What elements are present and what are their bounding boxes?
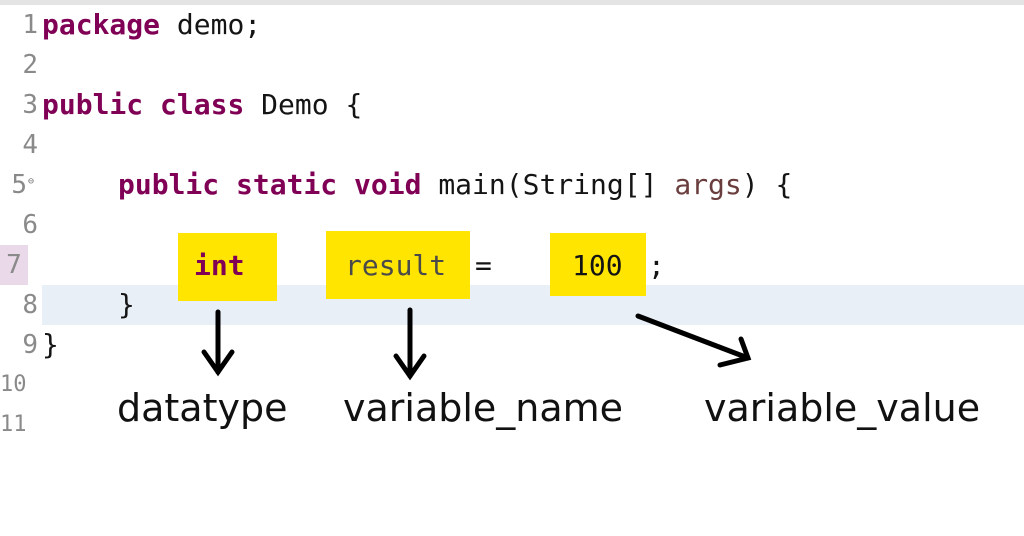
keyword: static (236, 168, 338, 201)
variable-value-highlight (550, 233, 646, 296)
keyword: package (42, 8, 161, 41)
datatype-highlight (178, 233, 277, 301)
top-border (0, 0, 1024, 5)
code-line-5[interactable]: public static void main(String[] args) { (118, 165, 792, 205)
semicolon-token: ; (648, 249, 665, 282)
datatype-token[interactable]: int (194, 249, 245, 282)
code-line-3[interactable]: public class Demo { (42, 85, 362, 125)
keyword: class (160, 88, 245, 121)
diagonal-arrow-icon (635, 313, 751, 361)
line-number: 10 (0, 372, 27, 397)
code-text: Demo { (244, 88, 363, 121)
code-line-9[interactable]: } (42, 328, 59, 361)
variable-name-label: variable_name (343, 386, 624, 430)
variable-value-token[interactable]: 100 (572, 249, 623, 282)
equals-token: = (475, 249, 492, 282)
variable-value-label: variable_value (704, 386, 981, 430)
line-number-current: 7 (0, 245, 28, 285)
code-text: main(String[] (421, 168, 675, 201)
line-number: 11 (0, 412, 27, 437)
code-line-1[interactable]: package demo; (42, 5, 261, 45)
collapse-icon[interactable]: ⊖ (28, 176, 35, 187)
datatype-label: datatype (117, 386, 288, 430)
code-text: demo; (160, 8, 262, 41)
line-number: 5 (11, 170, 27, 200)
variable-name-token[interactable]: result (345, 249, 447, 282)
line-number: 2 (22, 50, 38, 80)
line-number: 4 (22, 130, 38, 160)
parameter: args (674, 168, 742, 201)
code-text: ) { (741, 168, 793, 201)
line-number: 8 (22, 290, 38, 320)
line-number: 3 (22, 90, 38, 120)
variable-name-highlight (326, 231, 470, 299)
keyword: public (42, 88, 144, 121)
line-number: 9 (22, 330, 38, 360)
line-number: 1 (22, 10, 38, 40)
keyword: void (354, 168, 422, 201)
line-number: 6 (22, 210, 38, 240)
keyword: public (118, 168, 220, 201)
code-line-8[interactable]: } (118, 288, 135, 321)
